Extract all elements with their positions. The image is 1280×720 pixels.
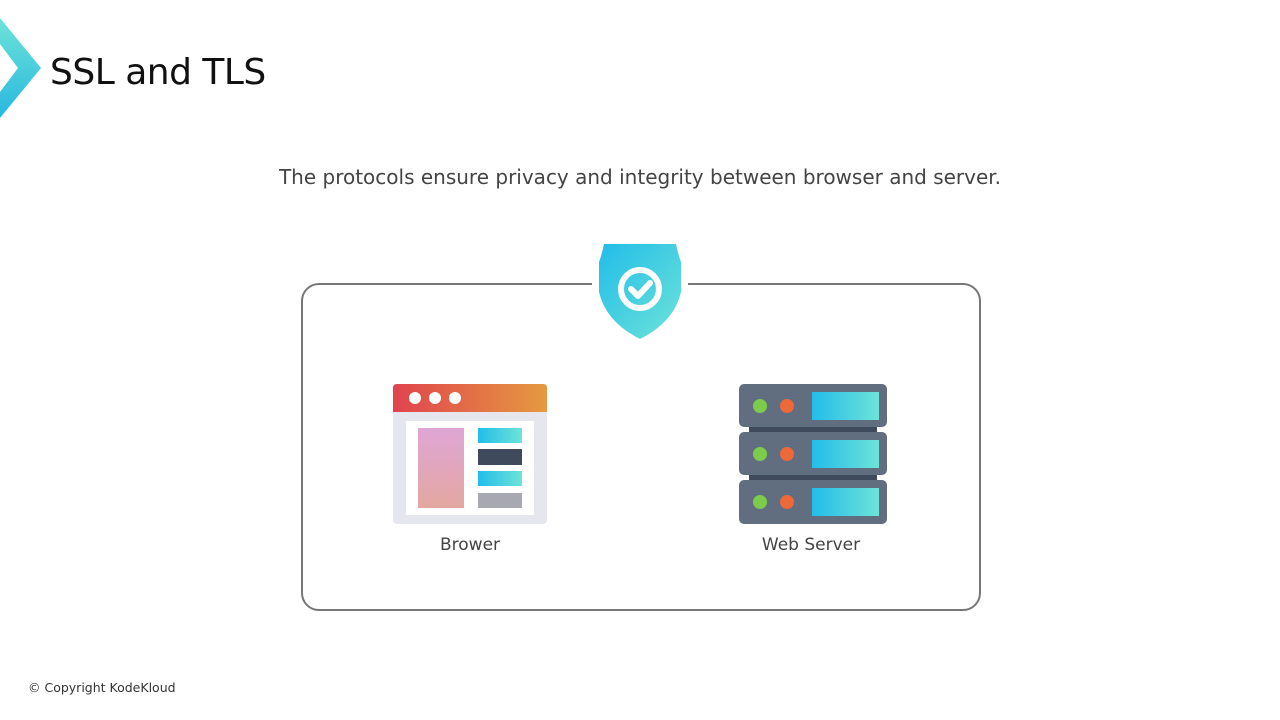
browser-label: Brower	[439, 535, 501, 555]
slide-subtitle: The protocols ensure privacy and integri…	[278, 165, 1002, 189]
web-server-icon	[739, 384, 887, 524]
slide-title: SSL and TLS	[50, 52, 266, 93]
web-server-label: Web Server	[761, 535, 861, 555]
logo-chevron-icon	[0, 18, 41, 118]
shield-check-icon	[592, 244, 688, 339]
copyright-footer: © Copyright KodeKloud	[28, 680, 176, 695]
browser-window-icon	[393, 384, 547, 524]
